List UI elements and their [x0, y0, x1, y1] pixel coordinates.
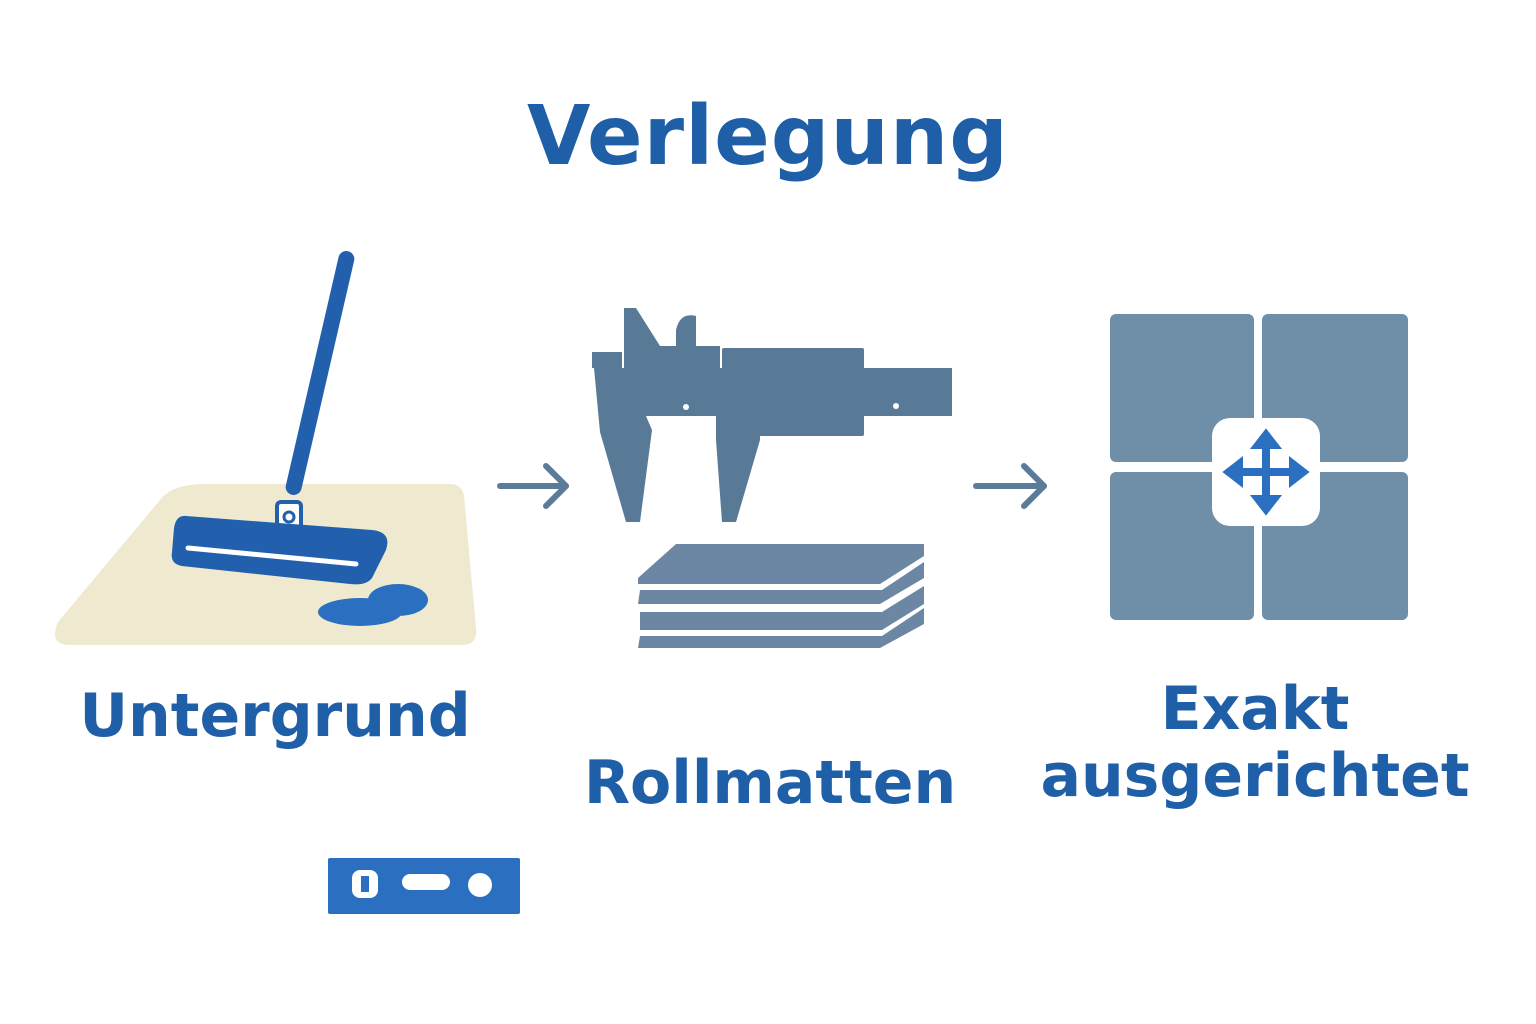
diagram-title: Verlegung	[527, 89, 1009, 184]
mop-cleaning-icon	[54, 250, 477, 645]
arrow-right-icon	[497, 463, 569, 509]
caliper-mats-icon	[592, 308, 952, 648]
move-arrows-icon	[1222, 428, 1310, 516]
arrow-right-icon	[973, 463, 1047, 509]
caliper-icon	[592, 308, 952, 522]
spirit-level-icon	[328, 858, 520, 914]
step-label-rollmatten: Rollmatten	[583, 748, 957, 818]
stacked-mats-icon	[638, 544, 924, 648]
step-label-untergrund: Untergrund	[79, 681, 471, 751]
mop-handle	[285, 250, 355, 496]
aligned-tiles-icon	[1110, 314, 1408, 620]
step-label-exakt-ausgerichtet: Exakt ausgerichtet	[1040, 674, 1470, 812]
mop-head	[171, 515, 388, 585]
